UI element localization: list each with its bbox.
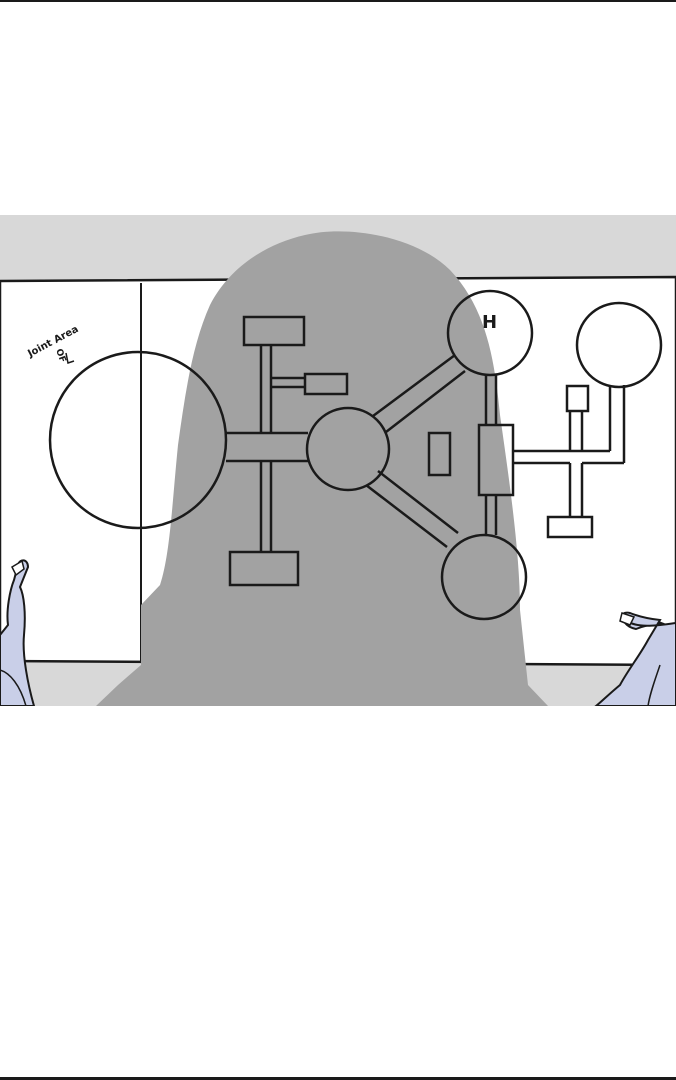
top-rule — [0, 0, 676, 2]
small-center-room — [427, 431, 452, 477]
handwritten-mark: OF — [53, 348, 67, 364]
bottom-room — [228, 550, 300, 587]
blueprint-scene: H Joint Area OF — [0, 215, 676, 706]
right-hand — [594, 611, 676, 706]
connector-room — [477, 423, 515, 497]
large-round-room — [48, 350, 228, 530]
small-right-room — [565, 384, 590, 413]
bottom-right-room — [546, 515, 594, 539]
lower-round-room — [440, 533, 528, 621]
left-hand — [0, 559, 36, 706]
right-round-room — [575, 301, 663, 389]
top-room — [242, 315, 306, 347]
small-side-room — [303, 372, 349, 396]
room-label-h: H — [482, 312, 497, 333]
bottom-rule — [0, 1077, 676, 1080]
person-silhouette — [96, 231, 548, 706]
arrow-icon — [65, 352, 75, 364]
central-hub — [305, 406, 391, 492]
helipad-room — [446, 289, 534, 377]
comic-panel: H Joint Area OF — [0, 215, 676, 706]
floor-plan — [48, 289, 663, 621]
